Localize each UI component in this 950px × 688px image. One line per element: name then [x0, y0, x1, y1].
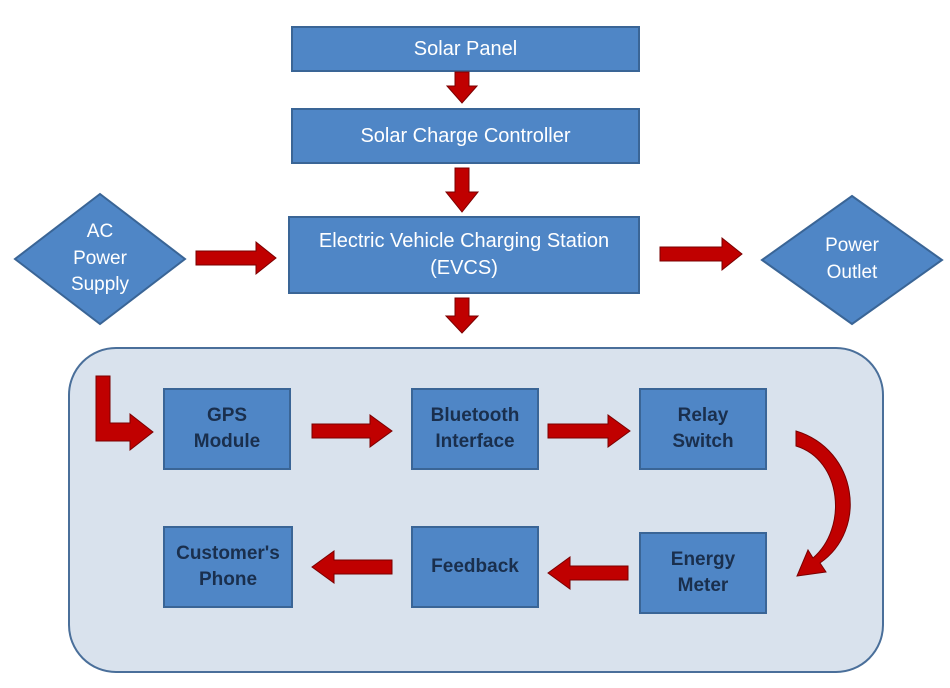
evcs-node: Electric Vehicle Charging Station (EVCS): [288, 216, 640, 294]
diamond-shape: [13, 192, 187, 326]
diamond-shape: [760, 194, 944, 326]
arrow-evcs-to-subsystem: [444, 297, 480, 334]
relay-switch-node: Relay Switch: [639, 388, 767, 470]
ac-power-supply-node: AC Power Supply: [13, 192, 187, 326]
arrow-controller-to-evcs: [444, 167, 480, 213]
gps-module-node: GPS Module: [163, 388, 291, 470]
ac-power-supply-label: AC Power Supply: [70, 221, 130, 296]
energy-meter-node: Energy Meter: [639, 532, 767, 614]
arrow-evcs-to-outlet: [659, 236, 743, 272]
solar-panel-node: Solar Panel: [291, 26, 640, 72]
power-outlet-node: Power Outlet: [760, 194, 944, 326]
customer-phone-node: Customer's Phone: [163, 526, 293, 608]
charge-controller-node: Solar Charge Controller: [291, 108, 640, 164]
arrow-ac-to-evcs: [195, 240, 277, 276]
bluetooth-interface-node: Bluetooth Interface: [411, 388, 539, 470]
arrow-solar-to-controller: [445, 71, 479, 104]
feedback-node: Feedback: [411, 526, 539, 608]
power-outlet-label: Power Outlet: [825, 235, 879, 283]
